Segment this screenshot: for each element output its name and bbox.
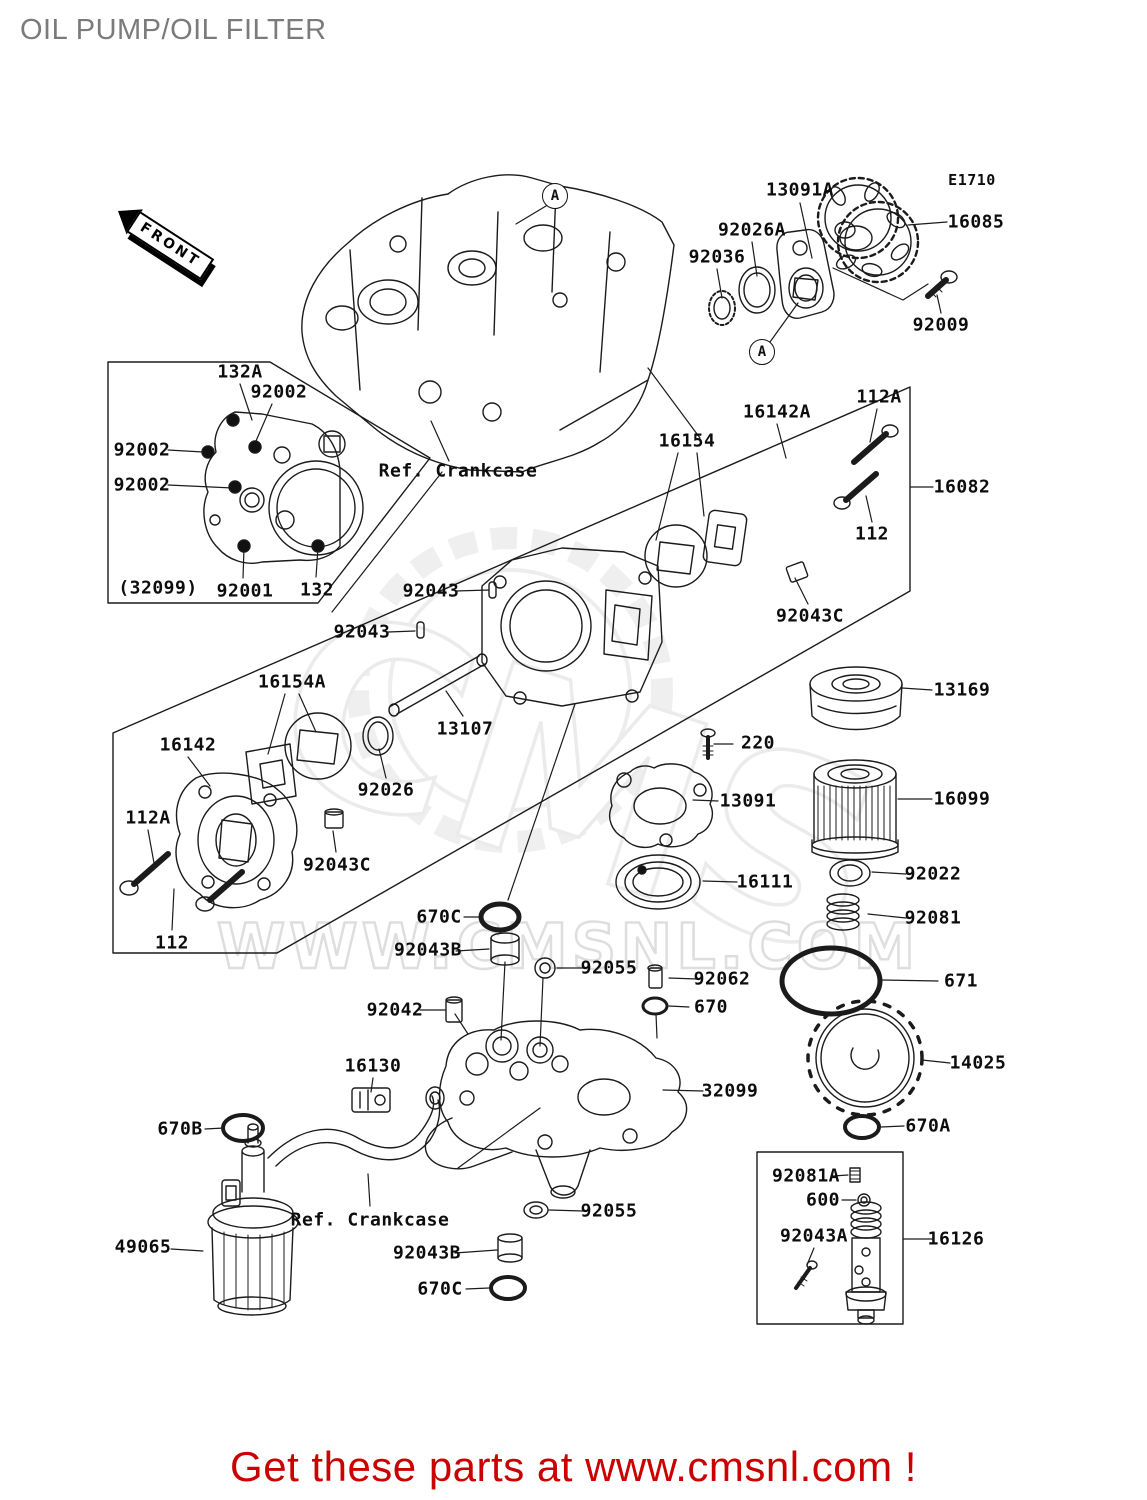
part-label: 670B xyxy=(157,1118,203,1140)
part-label: 112A xyxy=(856,386,902,408)
part-label: 92043C xyxy=(302,854,372,876)
oil-pump-body-drawing xyxy=(362,509,809,756)
part-label: 112 xyxy=(854,523,890,545)
part-label: 16130 xyxy=(344,1055,402,1077)
part-label: 112 xyxy=(154,932,190,954)
group-boxes xyxy=(107,361,911,1325)
part-label: 92055 xyxy=(580,1200,638,1222)
part-label: 92009 xyxy=(912,314,970,336)
part-label: 92081A xyxy=(771,1165,841,1187)
page-title: OIL PUMP/OIL FILTER xyxy=(20,14,327,46)
part-label: 92036 xyxy=(688,246,746,268)
crankcase-drawing xyxy=(301,174,675,473)
part-label: 14025 xyxy=(949,1052,1007,1074)
part-label: 16154A xyxy=(257,671,327,693)
part-label: 16085 xyxy=(947,211,1005,233)
part-label: 16126 xyxy=(927,1228,985,1250)
part-label: 220 xyxy=(740,732,776,754)
oil-pan-cover-drawing xyxy=(424,1020,688,1199)
part-label: 92081 xyxy=(904,907,962,929)
part-label: 92002 xyxy=(250,381,308,403)
part-label: 92026A xyxy=(717,219,787,241)
part-label: 670C xyxy=(416,906,462,928)
part-label: (32099) xyxy=(118,577,198,599)
part-label: 32099 xyxy=(701,1080,759,1102)
part-label: 92043B xyxy=(393,939,463,961)
part-label: 670A xyxy=(905,1115,951,1137)
footer-promo-link[interactable]: Get these parts at www.cmsnl.com ! xyxy=(230,1443,917,1490)
oil-passage-plate-drawing xyxy=(201,411,364,564)
oil-pump-cover-drawing xyxy=(119,424,899,912)
part-label: 16142 xyxy=(159,734,217,756)
part-label: 671 xyxy=(943,970,979,992)
part-label: 92043 xyxy=(333,621,391,643)
view-callout-marker: A xyxy=(749,339,775,365)
oil-pump-gear-drawing xyxy=(708,176,958,326)
part-label: 132A xyxy=(217,361,263,383)
part-label: 92002 xyxy=(113,439,171,461)
part-label: 16082 xyxy=(933,476,991,498)
part-label: 92042 xyxy=(366,999,424,1021)
part-label: 13107 xyxy=(436,718,494,740)
part-label: 13091 xyxy=(719,790,777,812)
seals-and-plugs-drawing xyxy=(221,901,669,1301)
part-label: 92026 xyxy=(357,779,415,801)
part-label: 49065 xyxy=(114,1236,172,1258)
part-label: 13169 xyxy=(933,679,991,701)
part-label: E1710 xyxy=(948,171,996,189)
part-label: Ref. Crankcase xyxy=(290,1209,450,1231)
view-callout-marker: A xyxy=(542,183,568,209)
part-label: 92062 xyxy=(693,968,751,990)
part-label: 16154 xyxy=(658,430,716,452)
part-label: 92055 xyxy=(580,957,638,979)
relief-valve-drawing xyxy=(794,1167,887,1325)
part-label: 132 xyxy=(299,579,335,601)
part-label: 92043A xyxy=(779,1225,849,1247)
oil-pickup-drawing xyxy=(207,1086,445,1316)
part-label: 92043B xyxy=(392,1242,462,1264)
part-label: 92002 xyxy=(113,474,171,496)
part-label: 92001 xyxy=(216,580,274,602)
part-label: 92043C xyxy=(775,605,845,627)
part-label: 600 xyxy=(805,1189,841,1211)
oil-filter-drawing xyxy=(608,666,924,1140)
watermark-url-text: WWW.CMSNL.COM xyxy=(217,910,919,983)
part-label: 670 xyxy=(693,996,729,1018)
part-label: 92022 xyxy=(904,863,962,885)
part-label: 92043 xyxy=(402,580,460,602)
part-label: 16111 xyxy=(736,871,794,893)
part-label: 16142A xyxy=(742,401,812,423)
part-label: 670C xyxy=(417,1278,463,1300)
part-label: Ref. Crankcase xyxy=(378,460,538,482)
part-label: 13091A xyxy=(765,179,835,201)
part-label: 112A xyxy=(125,807,171,829)
part-label: 16099 xyxy=(933,788,991,810)
